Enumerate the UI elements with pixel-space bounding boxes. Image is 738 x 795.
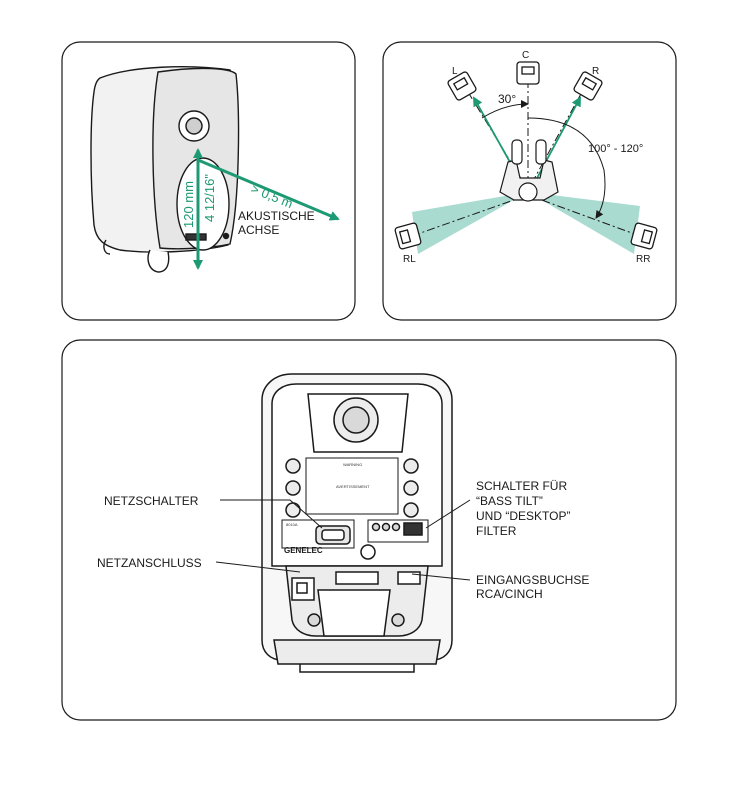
panel-surround-layout: 30° 100° - 120° C L: [383, 42, 676, 320]
listening-distance: > 0,5 m: [249, 181, 295, 211]
speaker-c-label: C: [522, 50, 529, 61]
acoustic-axis-label-2: ACHSE: [238, 223, 279, 237]
power-switch-label: NETZSCHALTER: [104, 494, 199, 508]
speaker-rl-label: RL: [403, 254, 416, 265]
dimension-height-inch: 4 12/16": [202, 174, 217, 222]
switch-label-line-3: UND “DESKTOP”: [476, 509, 570, 523]
speaker-r-label: R: [592, 66, 599, 77]
switch-label-line-4: FILTER: [476, 524, 517, 538]
dimension-height-mm: 120 mm: [181, 181, 196, 228]
warning-title-fr: AVERTISSEMENT: [336, 484, 370, 489]
listener-figure: [500, 140, 558, 201]
speaker-rr: [631, 223, 658, 250]
angle-arc-front: [482, 104, 528, 118]
speaker-rr-label: RR: [636, 254, 650, 265]
input-label-line-1: EINGANGSBUCHSE: [476, 573, 589, 587]
coverage-fan-left: [412, 192, 528, 254]
power-connector-label: NETZANSCHLUSS: [97, 556, 202, 570]
input-label-line-2: RCA/CINCH: [476, 587, 543, 601]
switch-label-line-1: SCHALTER FÜR: [476, 479, 567, 493]
speaker-rl: [395, 223, 422, 250]
angle-rear-label: 100° - 120°: [588, 143, 643, 155]
switch-label-line-2: “BASS TILT”: [476, 494, 543, 508]
acoustic-axis-label-1: AKUSTISCHE: [238, 209, 315, 223]
panel-acoustic-axis: 120 mm 4 12/16" > 0,5 m AKUSTISCHE ACHSE: [62, 42, 355, 320]
angle-front-label: 30°: [498, 92, 516, 106]
speaker-l-label: L: [452, 66, 458, 77]
model-label: 8010A: [286, 522, 298, 527]
speaker-c: [517, 62, 539, 84]
panel-rear-view: WARNING AVERTISSEMENT 8010A GENELEC NETZ…: [62, 340, 676, 720]
brand-logo: GENELEC: [284, 546, 323, 555]
warning-title: WARNING: [343, 462, 362, 467]
